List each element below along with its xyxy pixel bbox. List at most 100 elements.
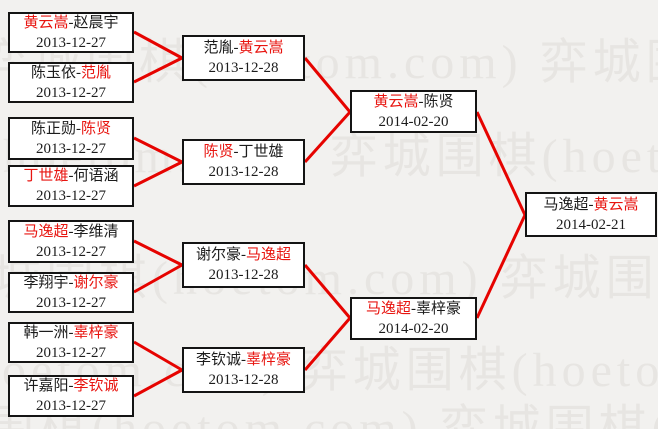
match-players: 范胤-黄云嵩 (203, 38, 283, 58)
match-date: 2013-12-27 (36, 140, 106, 157)
player-name: 陈贤 (81, 120, 112, 137)
separator: - (76, 120, 81, 137)
match-date: 2013-12-27 (36, 188, 106, 204)
match-date: 2013-12-27 (36, 243, 106, 260)
player-name: 李钦诚 (73, 378, 119, 394)
match-date: 2013-12-28 (208, 267, 279, 283)
player-name: 黄云嵩 (23, 14, 69, 31)
match-players: 黄云嵩-陈贤 (373, 92, 453, 112)
match-date: 2013-12-27 (36, 84, 106, 101)
connector-line (303, 57, 352, 113)
match-box-r1-4: 丁世雄-何语涵 2013-12-27 (8, 165, 134, 207)
match-box-r1-6: 李翔宇-谢尔豪 2013-12-27 (8, 272, 134, 313)
player-name: 范胤 (81, 64, 112, 81)
separator: - (411, 300, 416, 317)
player-name: 丁世雄 (23, 168, 69, 184)
match-date: 2014-02-20 (378, 113, 449, 130)
connector-line (303, 317, 352, 371)
match-players: 陈玉依-范胤 (31, 63, 111, 83)
match-players: 陈正勋-陈贤 (31, 119, 111, 139)
connector-line (475, 214, 527, 319)
separator: - (68, 223, 74, 240)
separator: - (233, 40, 239, 56)
connector-line (133, 30, 183, 60)
connector-line (303, 264, 352, 319)
player-name: 辜梓豪 (73, 324, 119, 341)
match-date: 2013-12-27 (36, 398, 106, 414)
match-players: 陈贤-丁世雄 (203, 142, 283, 162)
separator: - (233, 144, 239, 160)
match-players: 马逸超-李维清 (23, 222, 118, 242)
player-name: 陈正勋 (30, 120, 76, 137)
separator: - (418, 93, 424, 110)
separator: - (68, 168, 74, 184)
connector-line (133, 136, 183, 164)
match-box-r1-8: 许嘉阳-李钦诚 2013-12-27 (8, 375, 134, 417)
match-box-r1-1: 黄云嵩-赵晨宇 2013-12-27 (8, 12, 134, 53)
match-players: 马逸超-辜梓豪 (366, 299, 461, 319)
connector-line (133, 56, 183, 84)
player-name: 黄云嵩 (238, 40, 284, 56)
connector-line (133, 263, 183, 294)
player-name: 谢尔豪 (195, 247, 241, 263)
separator: - (76, 64, 81, 81)
player-name: 陈贤 (203, 144, 234, 160)
match-players: 谢尔豪-马逸超 (196, 245, 291, 265)
match-players: 黄云嵩-赵晨宇 (23, 13, 118, 33)
match-box-sf-1: 黄云嵩-陈贤 2014-02-20 (350, 90, 477, 133)
player-name: 李翔宇 (23, 274, 69, 291)
player-name: 何语涵 (73, 168, 119, 184)
player-name: 陈贤 (423, 93, 454, 110)
match-date: 2013-12-27 (36, 34, 106, 51)
match-players: 李翔宇-谢尔豪 (23, 273, 118, 293)
player-name: 马逸超 (23, 223, 69, 240)
player-name: 黄云嵩 (373, 93, 419, 110)
connector-line (133, 239, 183, 267)
connector-line (133, 160, 183, 188)
match-date: 2013-12-27 (36, 294, 106, 311)
player-name: 马逸超 (365, 300, 411, 317)
connector-line (303, 110, 352, 164)
separator: - (68, 324, 74, 341)
match-box-sf-2: 马逸超-辜梓豪 2014-02-20 (350, 297, 477, 340)
match-box-final: 马逸超-黄云嵩 2014-02-21 (525, 192, 657, 237)
player-name: 陈玉依 (30, 64, 76, 81)
player-name: 辜梓豪 (416, 300, 462, 317)
match-players: 许嘉阳-李钦诚 (23, 376, 118, 396)
match-players: 韩一洲-辜梓豪 (23, 323, 118, 343)
match-players: 马逸超-黄云嵩 (543, 195, 638, 215)
match-box-r1-5: 马逸超-李维清 2013-12-27 (8, 220, 134, 263)
separator: - (588, 196, 594, 213)
player-name: 谢尔豪 (73, 274, 119, 291)
player-name: 赵晨宇 (73, 14, 119, 31)
match-date: 2013-12-28 (208, 372, 279, 388)
match-date: 2014-02-20 (378, 320, 449, 337)
player-name: 韩一洲 (23, 324, 69, 341)
player-name: 丁世雄 (238, 144, 284, 160)
separator: - (241, 247, 246, 263)
player-name: 李钦诚 (195, 352, 241, 368)
player-name: 黄云嵩 (593, 196, 639, 213)
separator: - (241, 352, 246, 368)
player-name: 李维清 (73, 223, 119, 240)
match-players: 丁世雄-何语涵 (23, 166, 118, 186)
player-name: 范胤 (203, 40, 234, 56)
player-name: 马逸超 (246, 247, 292, 263)
match-box-r1-3: 陈正勋-陈贤 2013-12-27 (8, 117, 134, 160)
player-name: 马逸超 (543, 196, 589, 213)
player-name: 许嘉阳 (23, 378, 69, 394)
match-date: 2014-02-21 (556, 216, 626, 233)
match-box-r2-3: 谢尔豪-马逸超 2013-12-28 (182, 242, 305, 288)
separator: - (68, 378, 74, 394)
match-date: 2013-12-27 (36, 344, 106, 361)
player-name: 辜梓豪 (246, 352, 292, 368)
match-date: 2013-12-28 (208, 60, 279, 76)
match-players: 李钦诚-辜梓豪 (196, 350, 291, 370)
separator: - (68, 274, 74, 291)
match-box-r2-1: 范胤-黄云嵩 2013-12-28 (182, 35, 305, 81)
connector-line (475, 111, 527, 216)
match-box-r1-7: 韩一洲-辜梓豪 2013-12-27 (8, 322, 134, 363)
match-box-r2-4: 李钦诚-辜梓豪 2013-12-28 (182, 347, 305, 393)
